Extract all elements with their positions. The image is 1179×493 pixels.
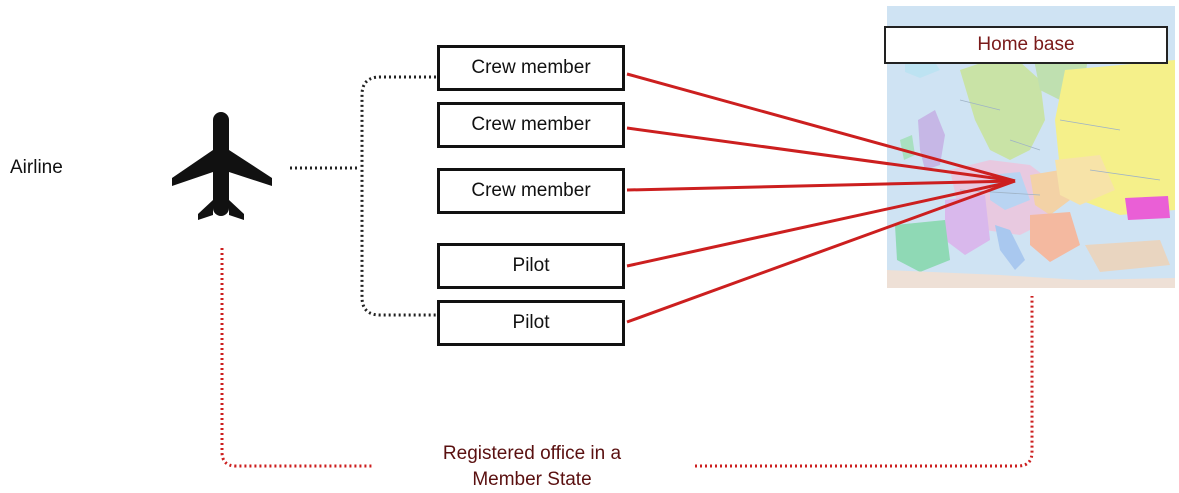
crew-member-box-3: Crew member <box>437 168 625 214</box>
registered-office-path <box>220 248 1034 468</box>
pilot-box-2: Pilot <box>437 300 625 346</box>
connector-line-2 <box>626 126 1016 183</box>
connector-line-4 <box>626 179 1016 268</box>
home-base-label: Home base <box>884 26 1168 64</box>
registered-office-label: Registered office in a Member State <box>370 441 694 493</box>
airline-label: Airline <box>10 157 63 178</box>
connector-line-5 <box>626 179 1016 324</box>
registered-office-line1: Registered office in a <box>442 443 622 464</box>
airplane-icon <box>172 112 272 220</box>
red-connector-lines <box>626 72 1016 324</box>
airline-bracket <box>290 75 436 317</box>
connector-line-1 <box>626 72 1016 183</box>
bracket-dotted-line <box>360 75 436 317</box>
registered-left-dotted <box>220 248 372 468</box>
registered-office-line2: Member State <box>472 469 592 490</box>
pilot-box-1: Pilot <box>437 243 625 289</box>
crew-member-box-2: Crew member <box>437 102 625 148</box>
registered-right-dotted <box>695 296 1034 468</box>
connector-line-3 <box>626 179 1016 192</box>
crew-member-box-1: Crew member <box>437 45 625 91</box>
